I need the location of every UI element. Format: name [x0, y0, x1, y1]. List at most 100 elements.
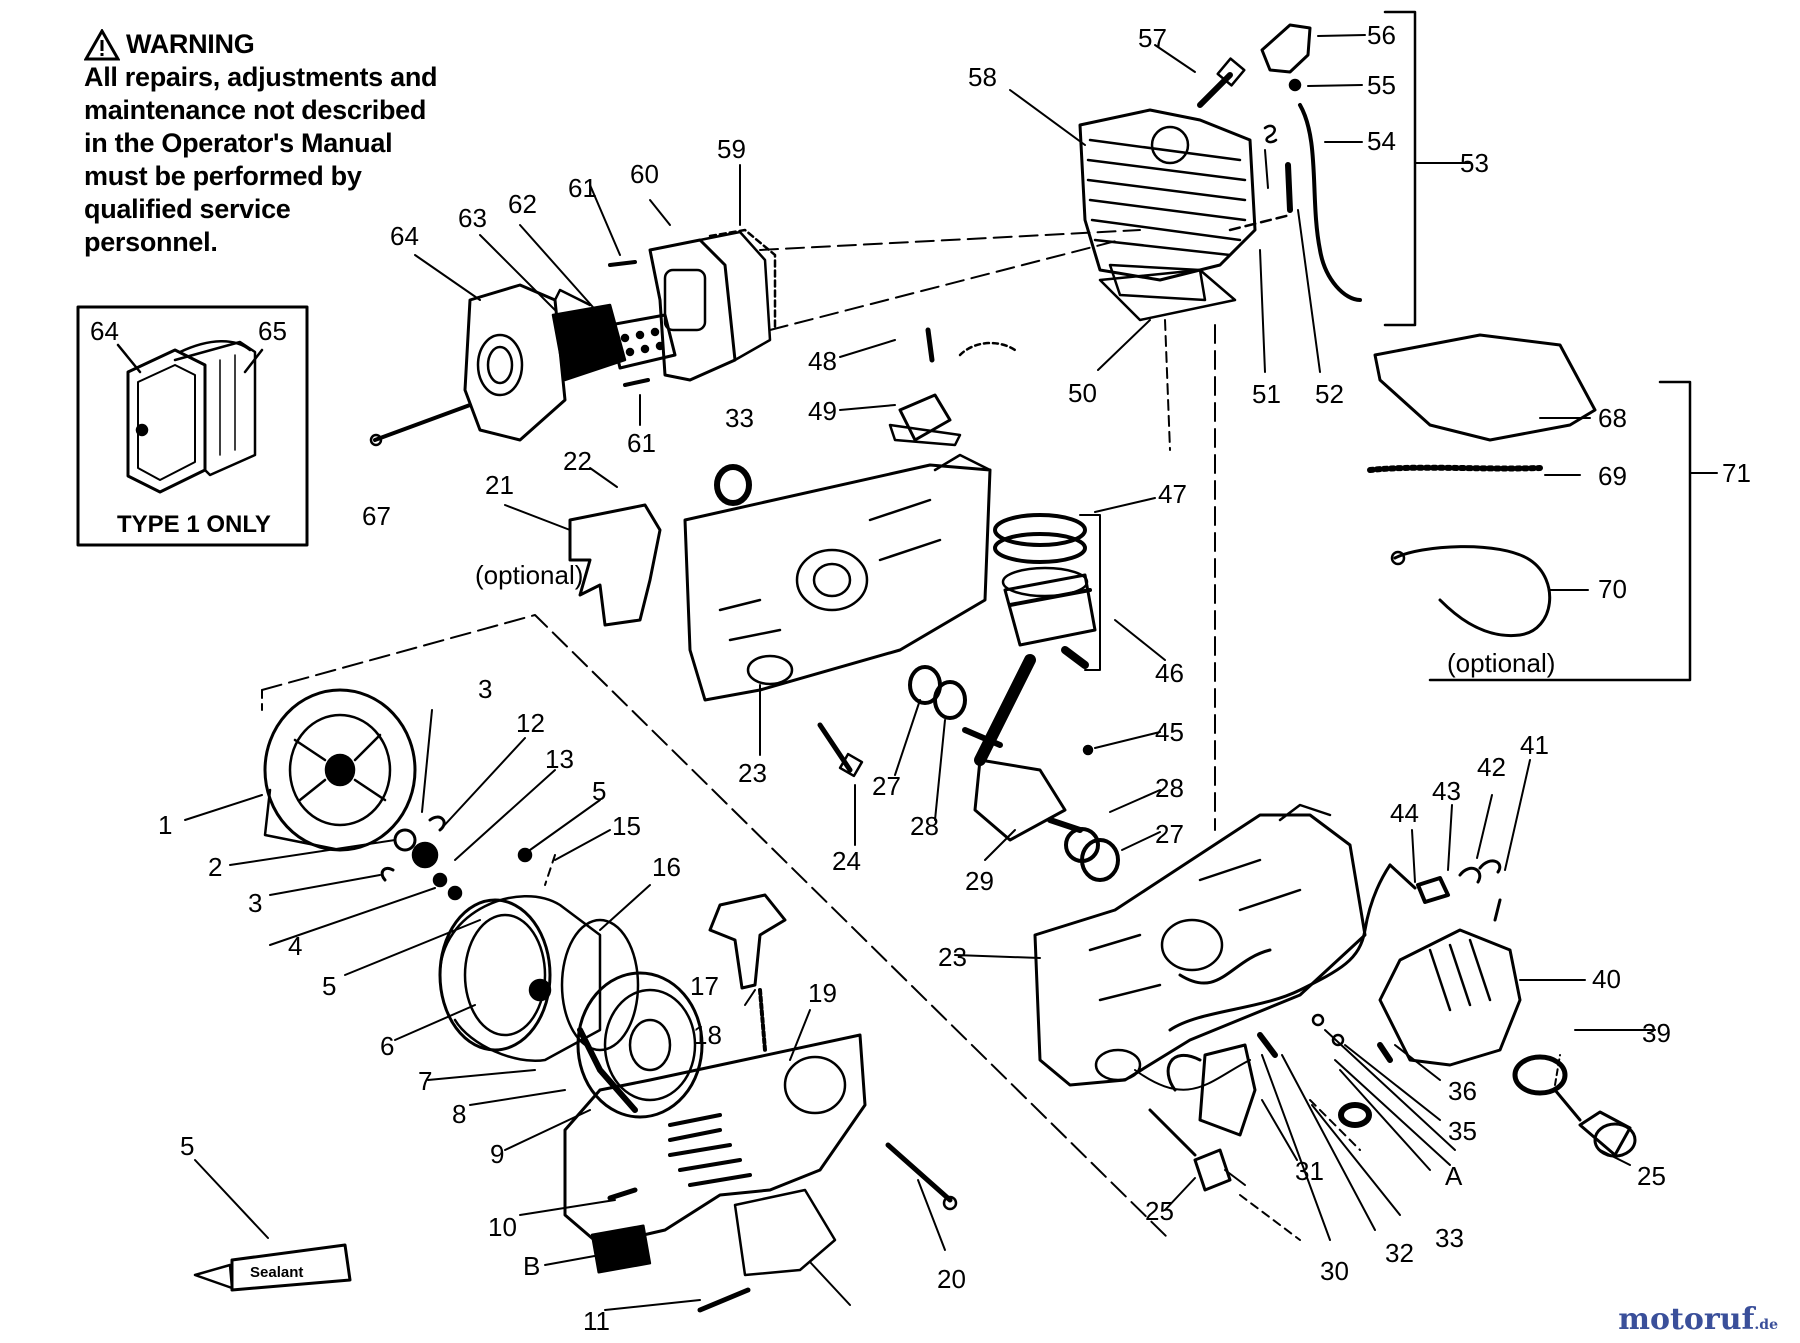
filter-screen — [608, 313, 677, 370]
crankcase-left — [683, 453, 992, 702]
label-71: 5 — [180, 1131, 194, 1161]
warning-title: WARNING — [126, 29, 255, 59]
switch — [1193, 1148, 1232, 1192]
ignition-coil — [1198, 1043, 1257, 1137]
label-44: 44 — [1390, 798, 1419, 828]
warning-line: in the Operator's Manual — [84, 128, 393, 158]
label-48: 48 — [808, 346, 837, 376]
crankshaft — [962, 654, 1083, 842]
carburetor-adaptor — [648, 228, 777, 382]
guard-plate — [1373, 333, 1597, 442]
flywheel — [263, 688, 417, 852]
leader-lines — [184, 34, 1718, 1311]
chain-strip — [1367, 464, 1543, 473]
label-33: 33 — [725, 403, 754, 433]
label-68: 69 — [1598, 461, 1627, 491]
inset-filter-drawing — [116, 340, 264, 494]
label-18: 18 — [693, 1020, 722, 1050]
warning-line: qualified service — [84, 194, 291, 224]
label-20: 20 — [937, 1264, 966, 1294]
label-53: 53 — [1460, 148, 1489, 178]
label-61: 61 — [568, 173, 597, 203]
label-27: 27 — [872, 771, 901, 801]
piston-ring — [993, 532, 1087, 564]
warning-line: All repairs, adjustments and — [84, 62, 438, 92]
air-filter-cover — [463, 283, 592, 442]
label-24: 24 — [832, 846, 861, 876]
optional-note: (optional) — [1447, 648, 1555, 678]
label-31: 31 — [1295, 1156, 1324, 1186]
label-29: 29 — [965, 866, 994, 896]
label-70: 71 — [1722, 458, 1751, 488]
label-49: 49 — [808, 396, 837, 426]
label-63: 63 — [458, 203, 487, 233]
label-69: 70 — [1598, 574, 1627, 604]
label-55: 55 — [1367, 70, 1396, 100]
label-35: 35 — [1448, 1116, 1477, 1146]
recoil-pulley — [576, 971, 704, 1119]
filter-element — [551, 303, 627, 382]
label-43: 43 — [1432, 776, 1461, 806]
washer — [393, 828, 417, 852]
label-11: 11 — [583, 1306, 610, 1336]
bolt — [1285, 162, 1293, 213]
label-33b: 33 — [1435, 1223, 1464, 1253]
warning-block: WARNING All repairs, adjustments and mai… — [84, 28, 504, 259]
label-60: 60 — [630, 159, 659, 189]
bracket — [898, 393, 952, 442]
warning-line: maintenance not described — [84, 95, 427, 125]
watermark: motoruf.de — [1618, 1302, 1778, 1337]
oil-tank — [1378, 898, 1522, 1067]
spark-plug — [1197, 57, 1246, 108]
label-3: 3 — [478, 674, 492, 704]
bearing — [933, 680, 967, 720]
label-41: 41 — [1520, 730, 1549, 760]
label-5b: 5 — [322, 971, 336, 1001]
label-67: 68 — [1598, 403, 1627, 433]
label-58: 58 — [968, 62, 997, 92]
label-32: 32 — [1385, 1238, 1414, 1268]
label-8: 8 — [452, 1099, 466, 1129]
label-52: 52 — [1315, 379, 1344, 409]
spark-plug-boot — [1260, 23, 1312, 74]
fuel-cap — [1553, 1088, 1637, 1158]
label-40: 40 — [1592, 964, 1621, 994]
warning-triangle-icon — [84, 28, 120, 60]
label-28: 28 — [910, 811, 939, 841]
label-13: 13 — [545, 744, 574, 774]
label-10: 10 — [488, 1212, 517, 1242]
label-46: 46 — [1155, 658, 1184, 688]
label-21: 21 — [485, 470, 514, 500]
label-19: 19 — [808, 978, 837, 1008]
label-1: 1 — [158, 810, 172, 840]
label-23b: 23 — [938, 942, 967, 972]
warning-line: must be performed by — [84, 161, 362, 191]
sealant-label: Sealant — [250, 1264, 303, 1281]
label-27b: 27 — [1155, 819, 1184, 849]
piston — [1001, 566, 1097, 647]
label-23: 23 — [738, 758, 767, 788]
bumper-spike — [568, 503, 662, 627]
label-22: 22 — [563, 446, 592, 476]
label-4: 4 — [288, 931, 302, 961]
watermark-suffix: .de — [1754, 1317, 1778, 1333]
seal — [714, 464, 752, 506]
starter-handle — [708, 893, 787, 990]
piston-ring — [993, 513, 1087, 547]
sealant-tube — [193, 1243, 352, 1292]
label-5c: A — [1445, 1161, 1463, 1191]
label-42: 42 — [1477, 752, 1506, 782]
label-12: 12 — [516, 708, 545, 738]
label-25: 25 — [1145, 1196, 1174, 1226]
label-5: 5 — [592, 776, 606, 806]
label-36: 36 — [1448, 1076, 1477, 1106]
label-62: 62 — [508, 189, 537, 219]
label-54: 54 — [1367, 126, 1396, 156]
label-16: 16 — [652, 852, 681, 882]
screw — [608, 260, 637, 267]
label-45: 45 — [1155, 717, 1184, 747]
cylinder — [1078, 108, 1257, 302]
screw — [373, 403, 472, 442]
label-2: 2 — [208, 852, 222, 882]
